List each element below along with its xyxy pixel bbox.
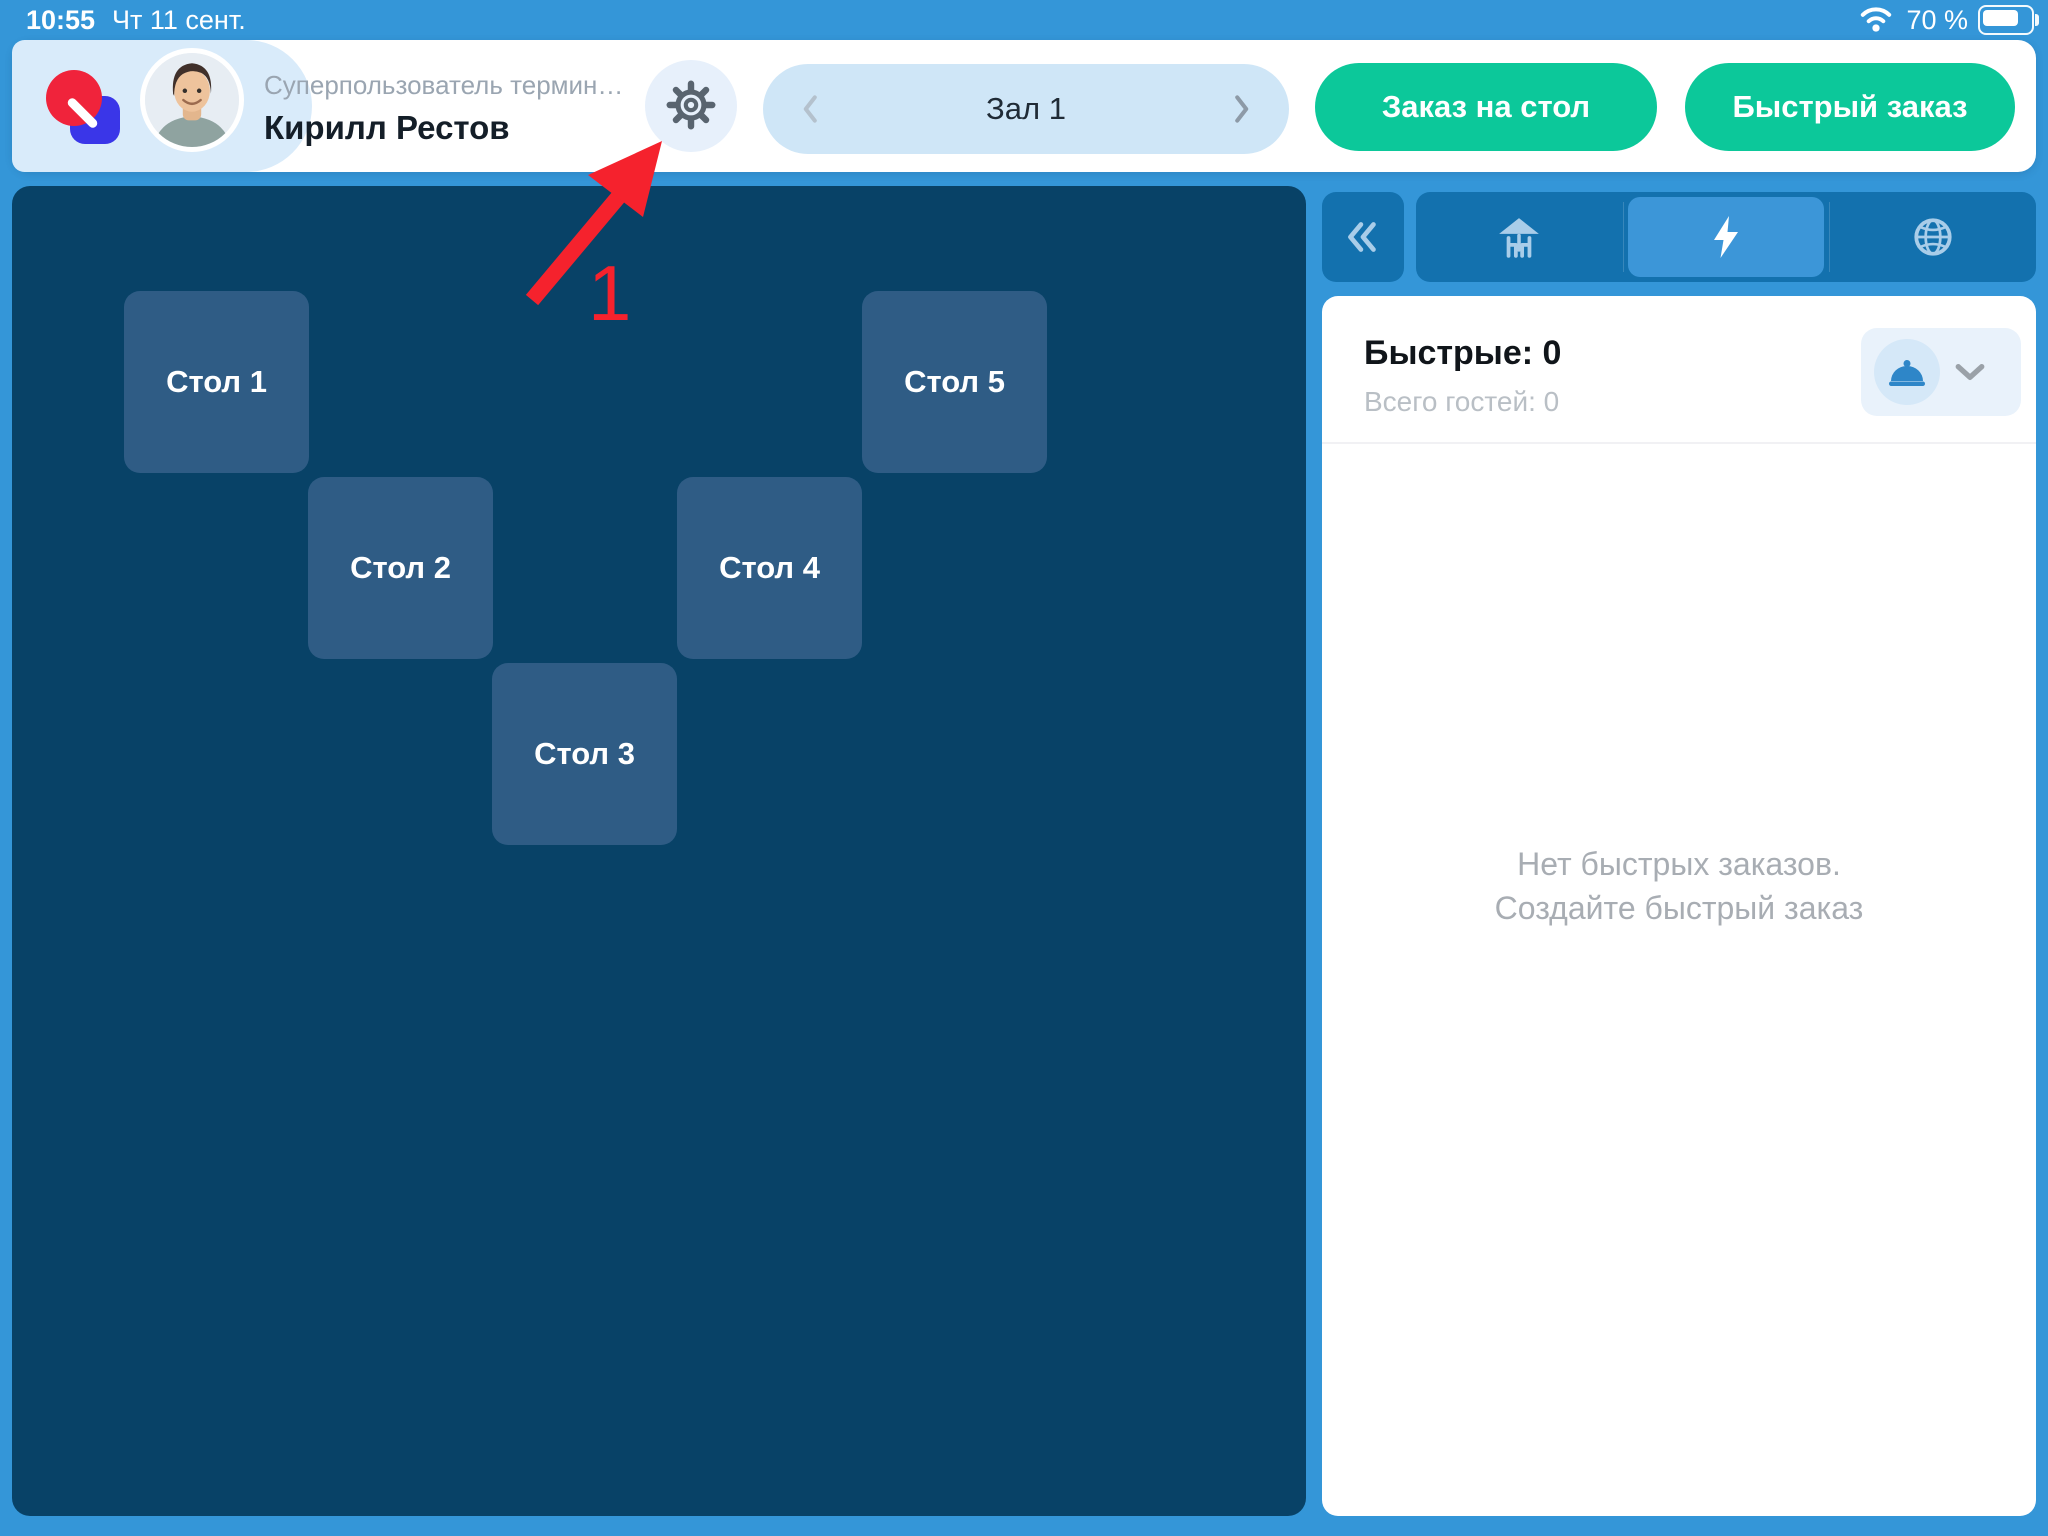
top-bar: Суперпользователь термин… Кирилл Рестов bbox=[12, 40, 2036, 172]
hall-prev-button[interactable] bbox=[793, 87, 827, 131]
quick-order-button[interactable]: Быстрый заказ bbox=[1685, 63, 2015, 151]
status-time: 10:55 bbox=[26, 5, 96, 35]
guests-total: Всего гостей: 0 bbox=[1364, 386, 1560, 417]
table-5[interactable]: Стол 5 bbox=[862, 291, 1047, 473]
tab-delivery[interactable] bbox=[1829, 192, 2036, 282]
table-2[interactable]: Стол 2 bbox=[308, 477, 493, 659]
order-view-tabs bbox=[1416, 192, 2036, 282]
order-type-icon-circle bbox=[1874, 339, 1940, 405]
battery-percent: 70 % bbox=[1906, 4, 1968, 35]
order-type-selector[interactable] bbox=[1861, 328, 2021, 416]
chevron-down-icon bbox=[1954, 361, 1986, 383]
chevron-right-icon bbox=[1235, 95, 1249, 123]
order-on-table-button[interactable]: Заказ на стол bbox=[1315, 63, 1657, 151]
wifi-icon bbox=[1856, 3, 1896, 38]
status-date: Чт 11 сент. bbox=[112, 5, 246, 35]
status-bar: 10:55 Чт 11 сент. 70 % bbox=[0, 0, 2048, 40]
hall-selector[interactable]: Зал 1 bbox=[763, 64, 1289, 154]
cloche-icon bbox=[1889, 360, 1925, 386]
double-chevron-left-icon bbox=[1348, 222, 1376, 252]
table-1[interactable]: Стол 1 bbox=[124, 291, 309, 473]
gear-icon bbox=[663, 77, 719, 136]
empty-state-line1: Нет быстрых заказов. bbox=[1517, 846, 1841, 882]
quick-orders-title: Быстрые: 0 bbox=[1364, 334, 1562, 372]
tab-quick-orders[interactable] bbox=[1622, 192, 1830, 282]
hall-next-button[interactable] bbox=[1225, 87, 1259, 131]
panel-divider bbox=[1322, 442, 2036, 444]
quick-orders-panel: Быстрые: 0 Всего гостей: 0 Нет быстрых з… bbox=[1322, 296, 2036, 1516]
user-avatar[interactable] bbox=[140, 48, 244, 152]
table-4[interactable]: Стол 4 bbox=[677, 477, 862, 659]
tab-terrace[interactable] bbox=[1416, 192, 1623, 282]
lightning-icon bbox=[1714, 216, 1738, 258]
current-user-block[interactable]: Суперпользователь термин… Кирилл Рестов bbox=[264, 70, 623, 147]
globe-icon bbox=[1914, 218, 1952, 256]
user-name: Кирилл Рестов bbox=[264, 109, 510, 146]
user-role: Суперпользователь термин… bbox=[264, 70, 624, 100]
table-3[interactable]: Стол 3 bbox=[492, 663, 677, 845]
empty-state-message: Нет быстрых заказов. Создайте быстрый за… bbox=[1322, 842, 2036, 930]
hall-label: Зал 1 bbox=[986, 91, 1066, 126]
status-right-cluster: 70 % bbox=[1856, 0, 2039, 40]
terrace-table-icon bbox=[1499, 218, 1540, 258]
settings-button[interactable] bbox=[645, 60, 737, 152]
app-logo[interactable] bbox=[46, 70, 126, 148]
empty-state-line2: Создайте быстрый заказ bbox=[1494, 890, 1864, 926]
floor-plan: Стол 1 Стол 2 Стол 3 Стол 4 Стол 5 bbox=[12, 186, 1306, 1516]
battery-icon bbox=[1978, 5, 2039, 35]
chevron-left-icon bbox=[803, 95, 817, 123]
user-photo-icon bbox=[145, 53, 239, 147]
collapse-panel-button[interactable] bbox=[1322, 192, 1404, 282]
